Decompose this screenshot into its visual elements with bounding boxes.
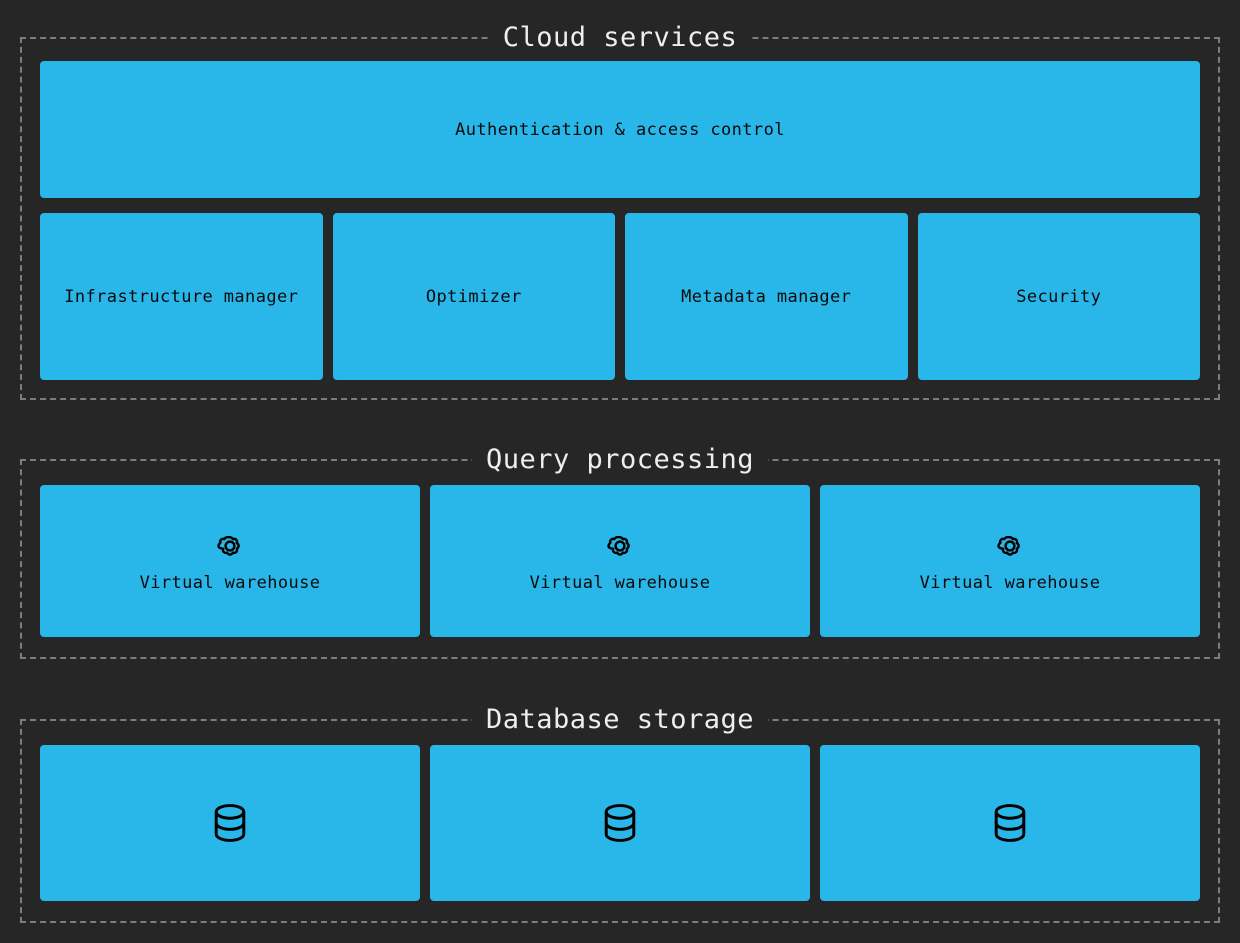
node-virtual-warehouse-3[interactable]: Virtual warehouse (820, 485, 1200, 637)
node-label: Virtual warehouse (919, 573, 1101, 593)
section-query-processing: Query processing Virtual warehouse (20, 445, 1220, 659)
row-database-storage (40, 745, 1200, 901)
node-security[interactable]: Security (917, 213, 1200, 380)
node-database-storage-2[interactable] (430, 745, 810, 901)
row-authentication: Authentication & access control (40, 61, 1200, 198)
row-cloud-services: Infrastructure manager Optimizer Metadat… (40, 213, 1200, 380)
section-title-database-storage: Database storage (471, 705, 769, 735)
section-cloud-services: Cloud services Authentication & access c… (20, 23, 1220, 400)
node-label: Virtual warehouse (139, 573, 321, 593)
node-authentication-access-control[interactable]: Authentication & access control (40, 61, 1200, 198)
database-icon (597, 800, 643, 846)
node-optimizer[interactable]: Optimizer (332, 213, 615, 380)
section-body-query-processing: Virtual warehouse Virtual warehouse (40, 485, 1200, 637)
section-database-storage: Database storage (20, 705, 1220, 923)
section-title-cloud-services: Cloud services (488, 23, 752, 53)
database-icon (987, 800, 1033, 846)
gear-icon (213, 529, 247, 563)
node-infrastructure-manager[interactable]: Infrastructure manager (40, 213, 323, 380)
node-database-storage-3[interactable] (820, 745, 1200, 901)
node-metadata-manager[interactable]: Metadata manager (625, 213, 908, 380)
node-label: Infrastructure manager (64, 286, 299, 307)
gear-icon (993, 529, 1027, 563)
section-title-query-processing: Query processing (471, 445, 769, 475)
row-virtual-warehouses: Virtual warehouse Virtual warehouse (40, 485, 1200, 637)
node-label: Virtual warehouse (529, 573, 711, 593)
node-virtual-warehouse-1[interactable]: Virtual warehouse (40, 485, 420, 637)
node-database-storage-1[interactable] (40, 745, 420, 901)
node-label: Authentication & access control (455, 119, 785, 140)
gear-icon (603, 529, 637, 563)
section-body-database-storage (40, 745, 1200, 901)
node-virtual-warehouse-2[interactable]: Virtual warehouse (430, 485, 810, 637)
node-label: Metadata manager (681, 286, 852, 307)
section-body-cloud-services: Authentication & access control Infrastr… (40, 61, 1200, 380)
node-label: Security (1016, 286, 1102, 307)
node-label: Optimizer (425, 286, 522, 307)
database-icon (207, 800, 253, 846)
